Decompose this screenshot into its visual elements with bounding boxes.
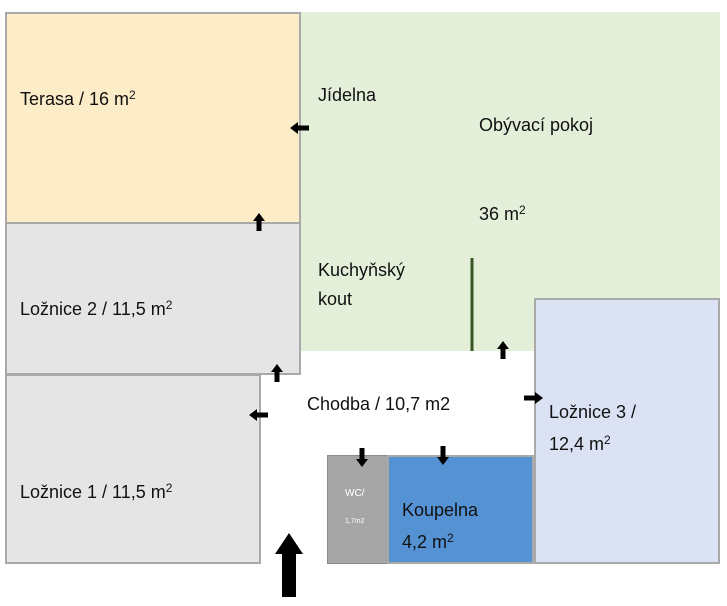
bedroom-3-label-line1: Ložnice 3 / [549,402,637,422]
terrace-label: Terasa / 16 m2 [20,84,136,110]
terrace-name: Terasa / 16 m [20,89,130,109]
living-room-label: Obývací pokoj [479,115,594,135]
wc [327,455,388,564]
bedroom-2-to-terrace-arrow-icon [253,213,265,231]
hall-to-bedroom-3-arrow-icon [524,392,543,404]
terrace-sup: 2 [129,88,136,102]
wc-label-line2: 1,7m2 [345,518,365,525]
living-room-area: 36 m2 [479,199,526,225]
living-area [300,12,720,351]
bedroom-1-sup: 2 [165,481,173,495]
bedroom-1 [5,374,261,564]
hall-to-living-arrow-icon [497,341,509,359]
bedroom-3-sup: 2 [604,433,611,447]
bathroom-area: 4,2 m [402,532,448,552]
bedroom-1-label: Ložnice 1 / 11,5 m2 [20,477,172,503]
hall-to-bathroom-arrow-icon [437,446,449,465]
kitchen-label-line2: kout [318,289,353,309]
bedroom-3-label-line2: 12,4 m2 [549,429,611,455]
living-room-area-value: 36 m [479,204,520,224]
terrace-door-arrow-icon [290,122,309,134]
hall-to-bedroom-2-arrow-icon [271,364,283,382]
hall-to-wc-arrow-icon [356,448,368,467]
bathroom-label-line1: Koupelna [402,500,479,520]
bathroom [387,455,534,564]
bedroom-2-sup: 2 [165,298,173,312]
bedroom-3-area: 12,4 m [549,434,605,454]
kitchen-label-line1: Kuchyňský [318,260,406,280]
bedroom-1-name: Ložnice 1 / 11,5 m [20,482,166,502]
bedroom-3 [534,298,720,564]
wc-label-line1: WC/ [345,488,365,499]
main-entrance-arrow-icon [275,533,303,597]
bathroom-label-line2: 4,2 m2 [402,527,454,553]
living-room-area-sup: 2 [519,203,526,217]
hallway-label: Chodba / 10,7 m2 [307,394,451,414]
bathroom-sup: 2 [447,531,454,545]
dining-label: Jídelna [318,85,377,105]
terrace [5,12,301,224]
hall-to-bedroom-1-arrow-icon [249,409,268,421]
bedroom-2-name: Ložnice 2 / 11,5 m [20,299,166,319]
bedroom-2-label: Ložnice 2 / 11,5 m2 [20,294,172,320]
